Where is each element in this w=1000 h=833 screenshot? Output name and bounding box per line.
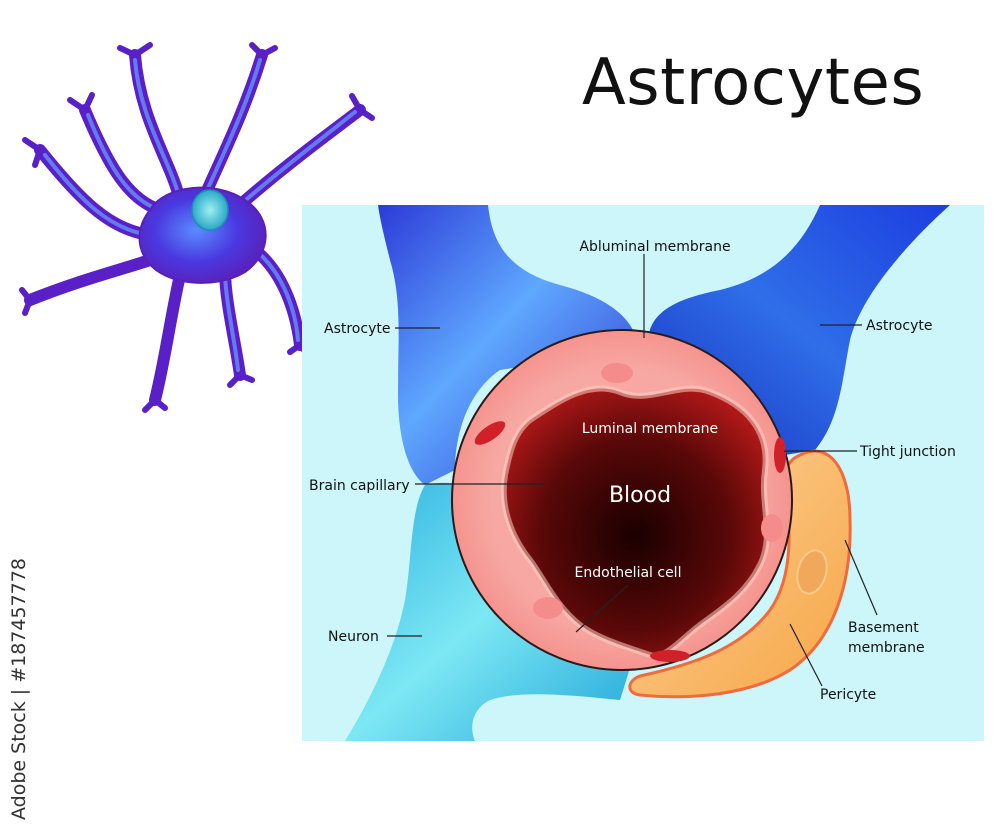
label-astrocyte-left: Astrocyte: [324, 321, 390, 337]
label-luminal-membrane: Luminal membrane: [582, 421, 718, 437]
label-blood: Blood: [609, 483, 671, 508]
pericyte-nucleus-shape: [796, 549, 828, 595]
label-neuron: Neuron: [328, 629, 379, 645]
neuron-shape: [345, 482, 630, 741]
brain-capillary-shape: [451, 329, 793, 671]
astrocyte-right-shape: [648, 205, 950, 455]
label-astrocyte-right: Astrocyte: [866, 318, 932, 334]
label-basement-membrane-line2: membrane: [848, 640, 925, 656]
astrocyte-cell-illustration: [19, 42, 375, 413]
label-brain-capillary: Brain capillary: [309, 478, 410, 494]
label-basement-membrane-line1: Basement: [848, 620, 919, 636]
watermark-text: Adobe Stock | #187457778: [8, 558, 30, 820]
page-title: Astrocytes: [582, 46, 925, 120]
nucleus-shape: [191, 189, 229, 231]
astrocyte-left-shape: [378, 205, 638, 485]
label-pericyte: Pericyte: [820, 687, 876, 703]
stock-watermark: Adobe Stock | #187457778: [6, 558, 32, 820]
label-abluminal-membrane: Abluminal membrane: [579, 239, 730, 255]
leader-lines: [387, 254, 878, 687]
label-tight-junction: Tight junction: [859, 444, 956, 460]
label-endothelial-cell: Endothelial cell: [575, 565, 682, 581]
